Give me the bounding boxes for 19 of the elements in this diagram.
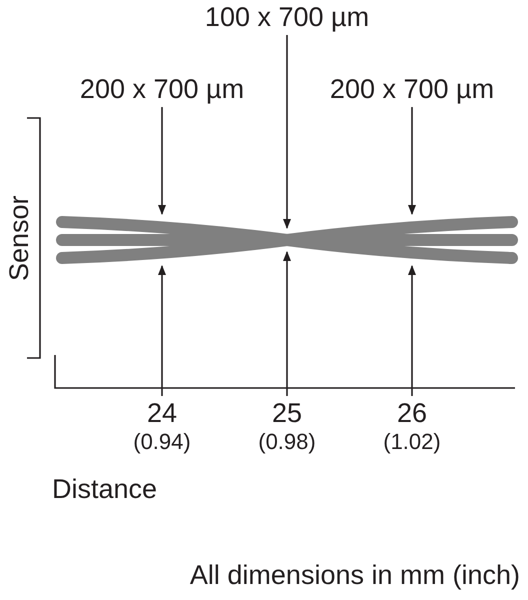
dimension-value: 25 (272, 398, 302, 430)
dimension-value: 100 x 700 µm (204, 2, 370, 34)
dimension-value: 200 x 700 µm (330, 74, 494, 106)
dimension-value: 200 x 700 µm (80, 74, 244, 106)
dimension-value: 24 (146, 398, 178, 430)
note: All dimensions in mm (inch) (190, 560, 520, 591)
axis-label: Sensor (4, 195, 35, 281)
dimension-value-inch: (0.94) (133, 429, 191, 454)
leader-arrow (408, 107, 416, 215)
dimension-value-inch: (0.98) (258, 429, 316, 454)
leader-arrow (283, 251, 291, 396)
axis-label: Distance (52, 474, 158, 505)
leader-arrow (283, 35, 291, 229)
leader-arrow (408, 265, 416, 396)
dimension-value-inch: (1.02) (383, 429, 441, 454)
beam-drawing (56, 216, 518, 264)
leader-arrow (158, 265, 166, 396)
leader-arrow (158, 107, 166, 215)
dimension-value: 26 (396, 398, 428, 430)
